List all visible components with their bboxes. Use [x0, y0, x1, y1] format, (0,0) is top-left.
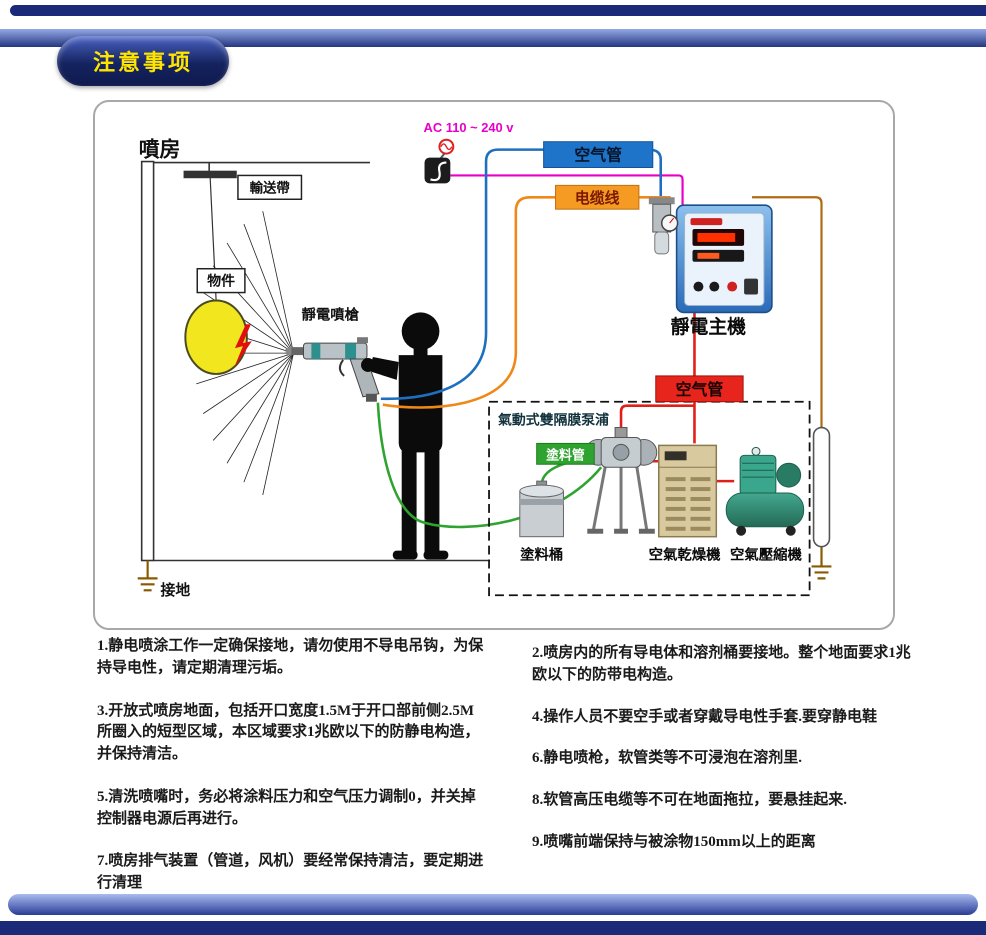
- operator-silhouette: [368, 312, 449, 560]
- dryer-label: 空氣乾燥機: [649, 546, 721, 564]
- diagram-panel: 接地 輸送帶 物件 噴房 靜電噴槍: [93, 100, 895, 630]
- power-rating-label: AC 110 ~ 240 v: [424, 120, 515, 135]
- air-filter-regulator: [648, 197, 679, 255]
- dryer-vents: [665, 477, 711, 531]
- notice-badge-label: 注意事项: [92, 50, 193, 75]
- notice-badge: 注意事项: [57, 36, 229, 86]
- pump-zone-title: 氣動式雙隔膜泵浦: [498, 412, 609, 428]
- compressor-label: 空氣壓縮機: [730, 546, 802, 564]
- note-item-5: 5.清洗喷嘴时，务必将涂料压力和空气压力调制0，并关掉控制器电源后再进行。: [97, 788, 476, 827]
- lightning-icon: [233, 324, 252, 368]
- led-display: [697, 233, 736, 242]
- system-diagram: 接地 輸送帶 物件 噴房 靜電噴槍: [137, 120, 832, 599]
- equipment-zone-dashed-box: [488, 400, 811, 597]
- object-label: 物件: [207, 273, 235, 289]
- hv-ground-cable-right: [752, 196, 823, 428]
- plug-icon: [424, 157, 451, 184]
- gun-label: 靜電噴槍: [301, 305, 359, 323]
- label-air-pipe-top: 空气管: [543, 141, 654, 168]
- booth-wall: [140, 160, 155, 562]
- notes-right-column: 2.喷房内的所有导电体和溶剂桶要接地。整个地面要求1兆欧以下的防带电构造。 4.…: [532, 636, 912, 874]
- note-item-1: 1.静电喷涂工作一定确保接地，请勿使用不导电吊钩，为保持导电性，请定期清理污垢。: [97, 638, 484, 676]
- air-dryer: [658, 444, 718, 538]
- note-item-6: 6.静电喷枪，软管类等不可浸泡在溶剂里.: [532, 750, 803, 767]
- bucket-label: 塗料桶: [520, 546, 563, 564]
- object-label-box: [196, 267, 246, 294]
- note-item-8: 8.软管高压电缆等不可在地面拖拉，要悬挂起来.: [532, 792, 848, 808]
- ac-wave-icon: [438, 138, 455, 155]
- svg-text:空气管: 空气管: [574, 146, 622, 165]
- conveyor-rail: [183, 170, 237, 179]
- note-item-4: 4.操作人员不要空手或者穿戴导电性手套.要穿静电鞋: [532, 708, 878, 725]
- top-bar-secondary: [0, 29, 986, 47]
- note-item-9: 9.喷嘴前端保持与被涂物150mm以上的距离: [532, 833, 816, 850]
- air-compressor: [725, 446, 805, 536]
- air-pipe-line-blue: [380, 148, 663, 401]
- hv-resistor-capsule: [812, 426, 831, 548]
- diaphragm-pump: [584, 427, 658, 534]
- svg-text:塗料管: 塗料管: [546, 447, 585, 462]
- label-air-pipe-mid: 空气管: [655, 375, 744, 403]
- knob: [709, 281, 720, 292]
- power-cord-line: [450, 174, 684, 206]
- conveyor-label: 輸送帶: [250, 179, 291, 195]
- static-control-unit: [675, 204, 773, 314]
- ground-icon-left: [137, 560, 158, 592]
- paint-bucket: [519, 480, 564, 538]
- main-unit-label: 靜電主機: [671, 315, 747, 337]
- note-item-2: 2.喷房内的所有导电体和溶剂桶要接地。整个地面要求1兆欧以下的防带电构造。: [532, 645, 911, 683]
- note-item-3: 3.开放式喷房地面，包括开口宽度1.5M于开口部前侧2.5M所圈入的短型区域，本…: [97, 702, 480, 763]
- bottom-bar-secondary: [8, 894, 978, 915]
- top-bar-primary: [10, 5, 986, 16]
- svg-text:电缆线: 电缆线: [575, 189, 620, 207]
- operator-hand: [361, 358, 375, 372]
- workpiece: [184, 299, 248, 375]
- ground-icon-right: [811, 565, 832, 580]
- booth-title: 噴房: [139, 138, 181, 162]
- bottom-bar-primary: [0, 921, 986, 935]
- note-item-7: 7.喷房排气装置（管道，风机）要经常保持清洁，要定期进行清理: [97, 853, 484, 891]
- label-paint-pipe: 塗料管: [536, 442, 595, 465]
- label-cable: 电缆线: [555, 184, 640, 210]
- spray-gun: [285, 337, 380, 402]
- power-button: [727, 281, 738, 292]
- notes-left-column: 1.静电喷涂工作一定确保接地，请勿使用不导电吊钩，为保持导电性，请定期清理污垢。…: [97, 636, 489, 916]
- conveyor-label-box: [237, 174, 303, 201]
- cable-line-orange: [382, 195, 671, 409]
- svg-text:空气管: 空气管: [676, 380, 724, 399]
- knob: [693, 281, 704, 292]
- ground-label: 接地: [161, 581, 191, 599]
